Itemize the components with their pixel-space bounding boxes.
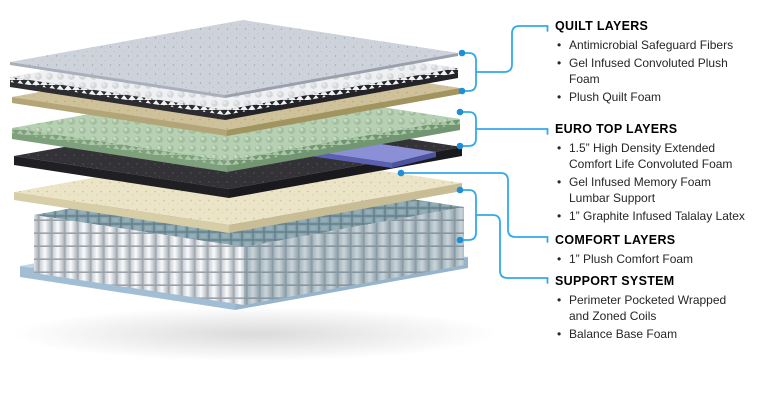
section-heading: COMFORT LAYERS [555, 233, 676, 247]
face-front-right [227, 88, 460, 136]
zigzag-edge-left [12, 128, 227, 166]
list-item: 1” Graphite Infused Talalay Latex [555, 208, 781, 224]
callout-comfort-connector [400, 172, 549, 238]
section-heading: QUILT LAYERS [555, 19, 649, 33]
section-euro-top-layers: EURO TOP LAYERS 1.5” High Density Extend… [555, 121, 781, 226]
texture-speckle [10, 20, 458, 95]
callout-quilt-bracket [461, 52, 477, 92]
section-item-list: 1.5” High Density Extended Comfort Life … [555, 140, 781, 224]
face-front-left [10, 62, 225, 98]
callout-dots [397, 49, 466, 244]
face-front-right [392, 152, 436, 168]
callout-lines [400, 25, 549, 284]
list-item: 1.5” High Density Extended Comfort Life … [555, 140, 781, 172]
callout-dot-quilt-foam [458, 87, 466, 95]
face-front-left [14, 192, 229, 233]
list-item: Antimicrobial Safeguard Fibers [555, 37, 781, 53]
face-front-left [34, 215, 244, 305]
callout-quilt-connector [475, 25, 549, 73]
callout-dot-green-foam [456, 108, 464, 116]
zigzag-edge-left [10, 77, 225, 115]
list-item: Plush Quilt Foam [555, 89, 781, 105]
zoned-coils-tint [244, 207, 464, 305]
callout-dot-comfort-foam [397, 169, 405, 177]
section-item-list: Antimicrobial Safeguard Fibers Gel Infus… [555, 37, 781, 105]
section-heading: EURO TOP LAYERS [555, 122, 678, 136]
section-comfort-layers: COMFORT LAYERS 1” Plush Comfort Foam [555, 232, 781, 269]
layer-safeguard-fibers [10, 20, 458, 98]
section-heading: SUPPORT SYSTEM [555, 274, 675, 288]
face-front-right [244, 207, 464, 305]
zigzag-edge-right [227, 119, 460, 166]
list-item: Gel Infused Convoluted Plush Foam [555, 55, 781, 87]
list-item: Gel Infused Memory Foam Lumbar Support [555, 174, 781, 206]
section-support-system: SUPPORT SYSTEM Perimeter Pocketed Wrappe… [555, 273, 781, 344]
list-item: Perimeter Pocketed Wrapped and Zoned Coi… [555, 292, 781, 324]
list-item: 1” Plush Comfort Foam [555, 251, 781, 267]
face-front-right [225, 53, 458, 98]
list-item: Balance Base Foam [555, 326, 781, 342]
face-front-left [14, 156, 229, 198]
callout-dot-latex [456, 142, 464, 150]
zigzag-edge-right [225, 68, 458, 115]
callout-dot-base-foam [456, 236, 464, 244]
callout-support-connector [475, 214, 549, 279]
callout-dot-coils [456, 186, 464, 194]
face-front-right [229, 183, 462, 233]
callout-eurotop-bracket [459, 111, 477, 147]
section-item-list: Perimeter Pocketed Wrapped and Zoned Coi… [555, 292, 781, 342]
floor-shadow [13, 307, 497, 361]
section-item-list: 1” Plush Comfort Foam [555, 251, 781, 267]
section-quilt-layers: QUILT LAYERS Antimicrobial Safeguard Fib… [555, 18, 781, 107]
face-front-left [12, 97, 227, 136]
face-front-left [310, 151, 392, 168]
callout-dot-fibers [458, 49, 466, 57]
